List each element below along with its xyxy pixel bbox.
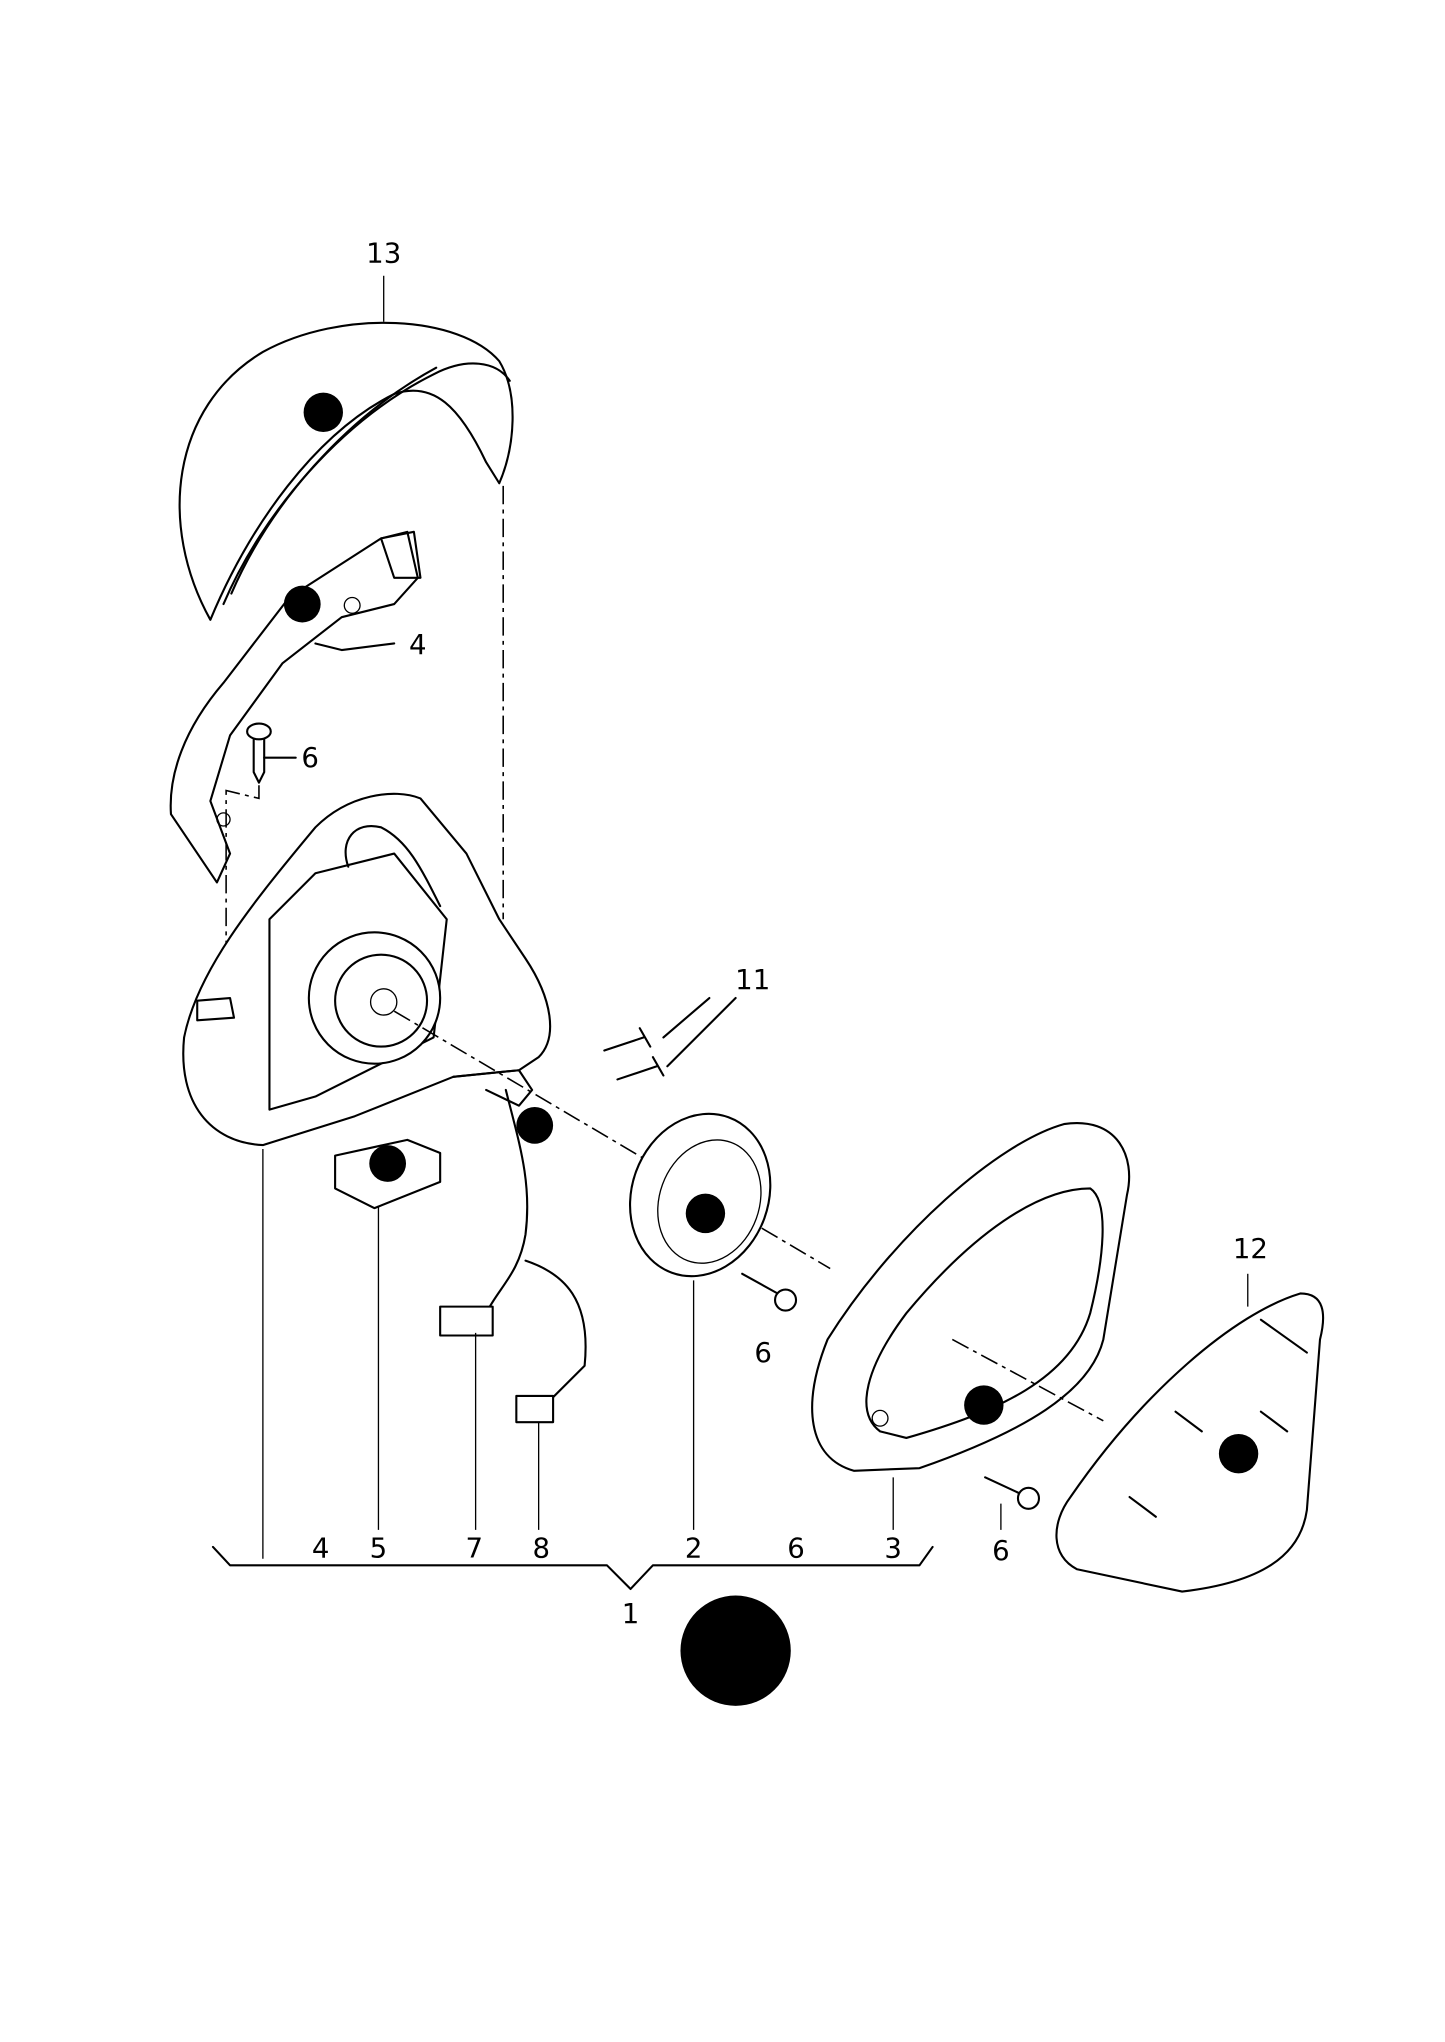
callout-11: 11 xyxy=(735,963,770,996)
indicator-dot xyxy=(303,392,343,433)
indicator-dot xyxy=(964,1385,1004,1425)
mirror-housing[interactable] xyxy=(182,792,552,1147)
connector-part-7[interactable] xyxy=(439,1305,494,1337)
callout-12: 12 xyxy=(1233,1232,1268,1265)
callout-2: 2 xyxy=(685,1531,703,1564)
indicator-dot-large xyxy=(680,1595,791,1706)
indicator-dot xyxy=(516,1107,554,1144)
mirror-actuator-part-2[interactable] xyxy=(608,1094,793,1296)
indicator-dot xyxy=(283,585,321,623)
indicator-dot xyxy=(1218,1433,1259,1474)
callout-6-mid: 6 xyxy=(754,1336,772,1369)
screw-part-6[interactable] xyxy=(984,1476,1041,1510)
callout-6-bottom: 6 xyxy=(787,1531,805,1564)
callout-13: 13 xyxy=(366,237,401,270)
connector-part-8[interactable] xyxy=(515,1394,555,1424)
callout-1: 1 xyxy=(622,1597,640,1630)
assembly-bracket xyxy=(211,1545,934,1591)
callout-6-top: 6 xyxy=(301,741,319,774)
wiring-harness[interactable] xyxy=(485,1088,587,1400)
switch-part-5[interactable] xyxy=(334,1138,442,1210)
turn-signal-part-4[interactable] xyxy=(169,530,422,884)
mirror-frame-part-3[interactable] xyxy=(811,1122,1131,1472)
bolt-part-11[interactable] xyxy=(603,996,737,1081)
callout-6-right: 6 xyxy=(992,1534,1010,1567)
mirror-glass-part-12[interactable] xyxy=(1055,1292,1325,1593)
callout-4-bottom: 4 xyxy=(312,1531,330,1564)
indicator-dot xyxy=(369,1145,407,1182)
callout-4-top: 4 xyxy=(409,628,427,661)
callout-8: 8 xyxy=(533,1531,551,1564)
callout-5: 5 xyxy=(370,1531,388,1564)
screw-part-6[interactable] xyxy=(246,722,297,784)
indicator-dot xyxy=(685,1193,726,1234)
screw-part-6[interactable] xyxy=(741,1272,798,1312)
mirror-cap-part-13[interactable] xyxy=(178,321,514,621)
callout-3: 3 xyxy=(884,1531,902,1564)
callout-7: 7 xyxy=(466,1531,484,1564)
